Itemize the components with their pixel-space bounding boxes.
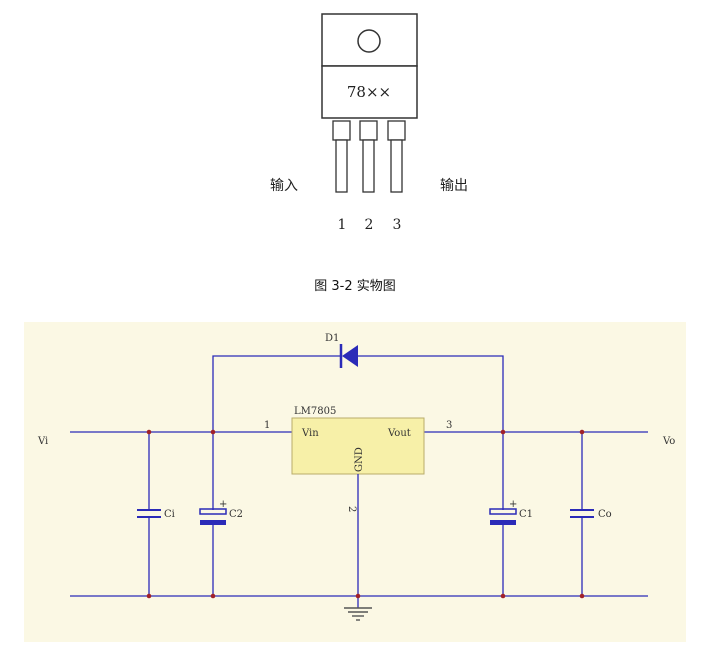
diode-d1 [339, 344, 358, 368]
diode-wire-left [212, 355, 340, 432]
cap-co-label: Co [598, 509, 612, 520]
chip-pin-out: Vout [387, 428, 411, 439]
capacitor-c1: + [489, 432, 517, 596]
pin-1-lead [335, 139, 348, 193]
pin-3-shoulder [387, 120, 406, 141]
input-terminal-label: Vi [37, 436, 48, 447]
package-input-label: 输入 [270, 178, 298, 194]
pin-2-shoulder [359, 120, 378, 141]
junction-dots [146, 429, 585, 599]
pin-number-1: 1 [338, 217, 347, 233]
svg-text:+: + [509, 499, 517, 510]
diode-wire-right [358, 355, 504, 432]
regulator-package: 78×× 输入 输出 1 2 3 图 3-2 实物图 [270, 13, 468, 294]
regulator-chip [291, 417, 425, 475]
schematic: D1 LM7805 Vin Vout GND 1 3 2 Ci [24, 322, 686, 642]
diode-label: D1 [325, 333, 339, 344]
package-tab [321, 13, 418, 67]
pin2-number: 2 [346, 506, 357, 512]
pin-1-shoulder [332, 120, 351, 141]
schematic-background [24, 322, 686, 642]
chip-name: LM7805 [294, 406, 336, 417]
package-body [321, 65, 418, 119]
diode-triangle [342, 345, 358, 367]
capacitor-c2: + [199, 432, 227, 596]
mounting-hole [357, 29, 381, 53]
pin-2-lead [362, 139, 375, 193]
pin-number-3: 3 [393, 217, 402, 233]
part-label: 78×× [347, 83, 391, 101]
pin3-number: 3 [446, 420, 452, 431]
output-terminal-label: Vo [662, 436, 675, 447]
capacitor-co [570, 432, 594, 596]
cap-ci-label: Ci [164, 509, 175, 520]
cap-c1-label: C1 [519, 509, 533, 520]
chip-pin-gnd: GND [354, 447, 365, 472]
pin1-number: 1 [264, 420, 270, 431]
capacitor-ci [137, 432, 161, 596]
cap-c2-label: C2 [229, 509, 243, 520]
svg-text:+: + [219, 499, 227, 510]
figure-caption: 图 3-2 实物图 [314, 279, 396, 294]
pin-number-2: 2 [365, 217, 374, 233]
package-output-label: 输出 [440, 178, 468, 194]
pin-3-lead [390, 139, 403, 193]
ground-symbol [344, 607, 372, 621]
chip-pin-in: Vin [301, 428, 319, 439]
